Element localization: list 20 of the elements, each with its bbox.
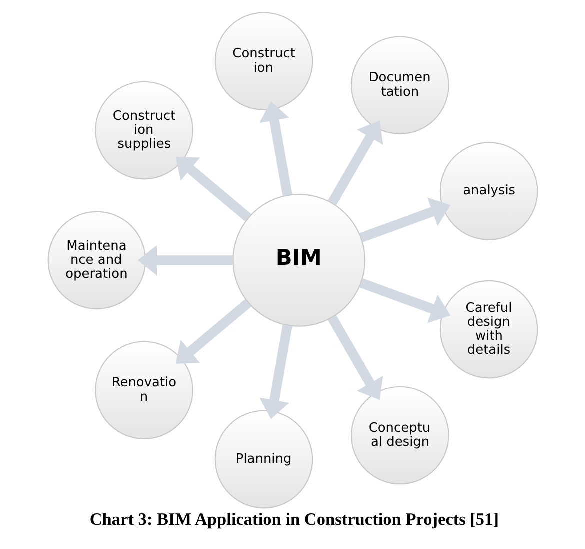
caption: Chart 3: BIM Application in Construction Projects [51] xyxy=(89,510,498,530)
node-circle: Documen tation xyxy=(350,36,449,135)
arrow xyxy=(175,299,251,364)
node-circle: Planning xyxy=(214,410,313,509)
arrow xyxy=(359,198,450,242)
arrow xyxy=(175,156,252,222)
arrow xyxy=(259,102,292,196)
node-circle: Construct ion xyxy=(214,12,313,111)
arrow xyxy=(137,245,232,276)
arrow xyxy=(327,120,383,206)
arrow xyxy=(327,315,383,400)
node-circle: analysis xyxy=(439,142,538,240)
arrow xyxy=(259,324,292,420)
node-circle: Maintena nce and operation xyxy=(47,211,146,310)
node-circle: Conceptu al design xyxy=(350,386,449,485)
arrow xyxy=(359,278,450,324)
node-circle: Renovatio n xyxy=(94,341,193,440)
node-circle: Construct ion supplies xyxy=(94,81,193,180)
node-circle: Careful design with details xyxy=(439,280,538,379)
node-circle: BIM xyxy=(232,194,366,327)
